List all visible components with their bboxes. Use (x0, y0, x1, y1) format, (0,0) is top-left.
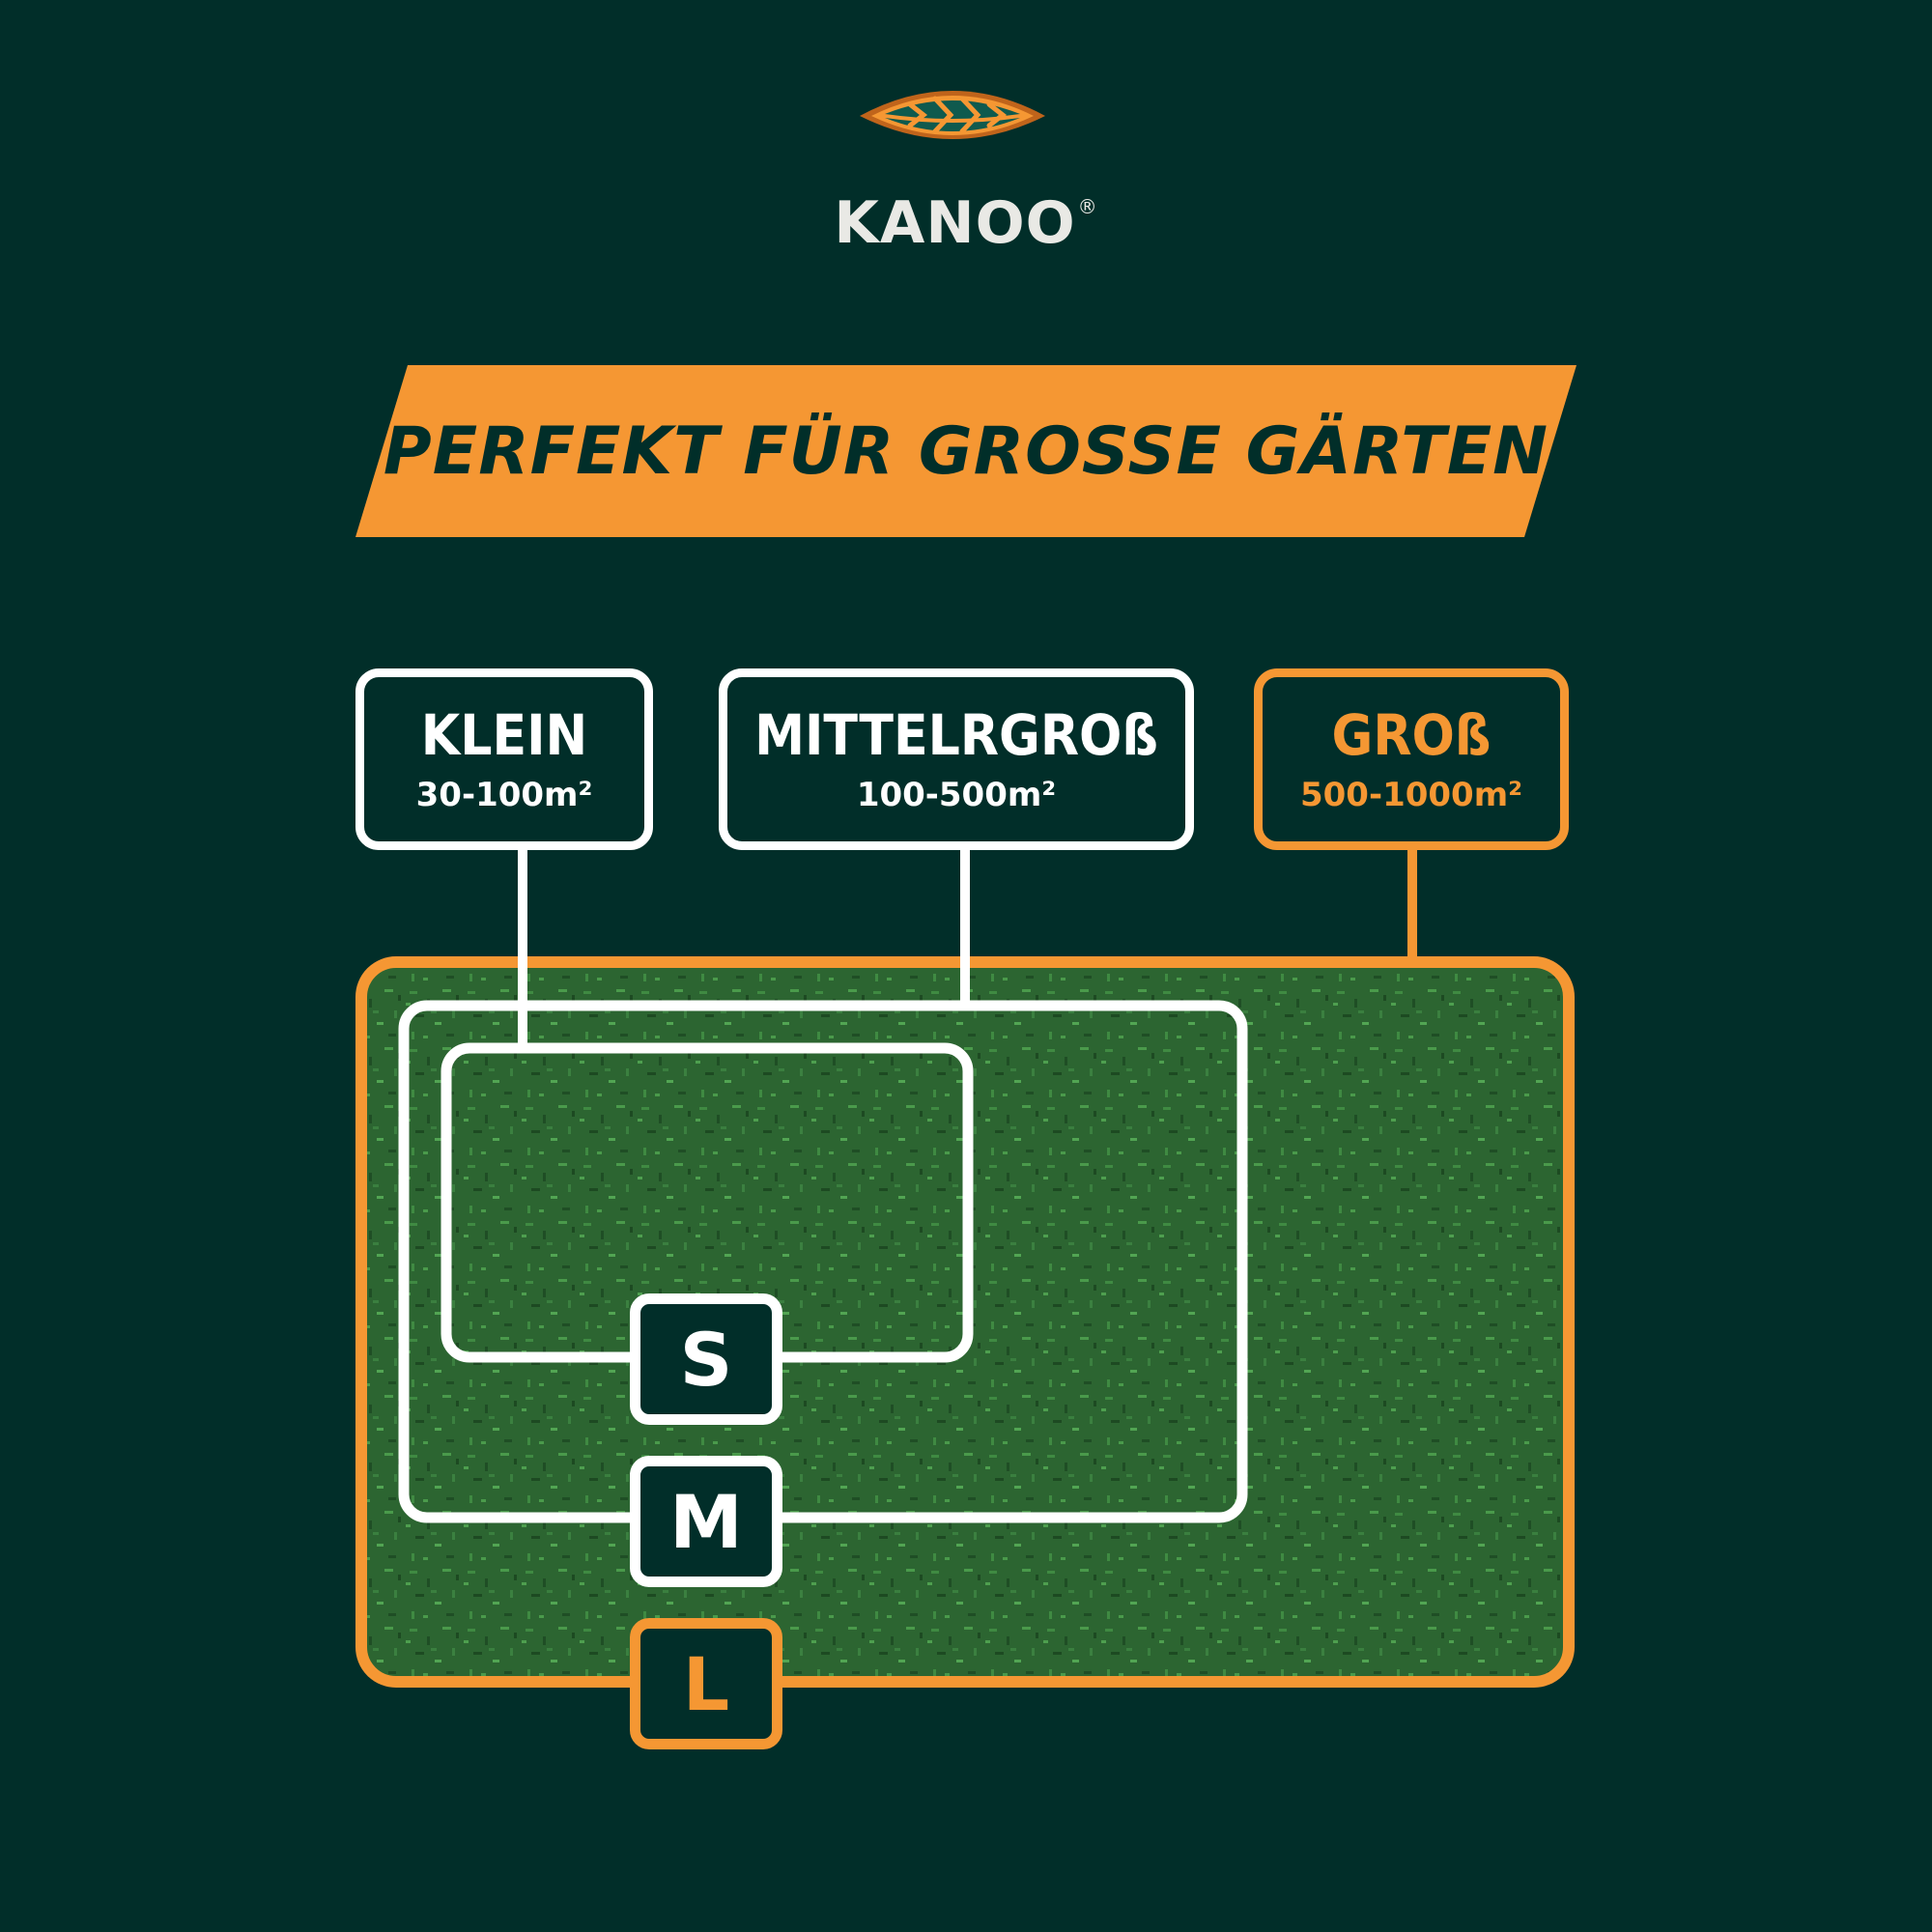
registered-mark: ® (1077, 195, 1098, 218)
letter-badge-s: S (630, 1293, 782, 1425)
size-range-klein: 30-100m² (415, 776, 593, 814)
area-medium (398, 1000, 1248, 1523)
size-range-mittel: 100-500m² (856, 776, 1057, 814)
size-box-klein: KLEIN 30-100m² (355, 668, 653, 850)
kanoo-leaf-logo (860, 91, 1045, 139)
letter-badge-l: L (630, 1618, 782, 1749)
brand-name: KANOO® (834, 189, 1098, 257)
size-name-gross: GROß (1331, 702, 1492, 768)
banner-title: PERFEKT FÜR GROSSE GÄRTEN (383, 412, 1549, 490)
size-box-gross: GROß 500-1000m² (1254, 668, 1569, 850)
size-name-mittel: MITTELRGROß (754, 702, 1158, 768)
size-range-gross: 500-1000m² (1299, 776, 1523, 814)
size-name-klein: KLEIN (420, 702, 588, 768)
size-box-mittel: MITTELRGROß 100-500m² (719, 668, 1194, 850)
letter-badge-m: M (630, 1456, 782, 1587)
banner-shape (355, 365, 1577, 537)
